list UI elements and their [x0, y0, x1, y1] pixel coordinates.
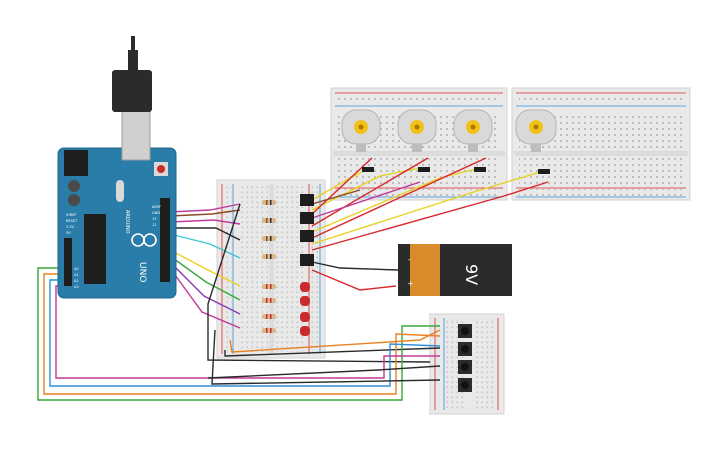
- led-red: [300, 296, 310, 306]
- battery-label: 9V: [462, 264, 481, 285]
- battery-9v: - + 9V: [398, 244, 512, 296]
- digital-header: [160, 198, 170, 282]
- wires: [37, 157, 549, 401]
- pin-label-gnd: GND: [152, 211, 160, 215]
- atmega-chip: [84, 214, 106, 284]
- battery-plus-label: +: [407, 279, 414, 288]
- dc-motor: [515, 109, 557, 152]
- led-red: [300, 326, 310, 336]
- board-maker: ARDUINO: [124, 210, 130, 234]
- board-name: UNO: [137, 262, 147, 282]
- dc-motor: [341, 109, 381, 152]
- pin-label-a2: A2: [74, 279, 79, 283]
- push-button: [458, 342, 472, 356]
- led-red: [300, 282, 310, 292]
- diode: [418, 167, 430, 172]
- usb-plug: [121, 105, 151, 161]
- resistor: [262, 298, 276, 303]
- dc-motor: [453, 109, 493, 152]
- dc-motor: [397, 109, 437, 152]
- pin-label-a0: A0: [74, 267, 79, 271]
- battery-minus-label: -: [408, 255, 411, 264]
- diode: [474, 167, 486, 172]
- pin-label-5v: 5V: [66, 231, 71, 235]
- power-jack: [64, 150, 88, 176]
- battery-top: [398, 244, 412, 296]
- pin-label-reset: RESET: [66, 219, 78, 223]
- arduino-uno-board: UNO ARDUINO AREF GND 13 12 IOREF RESET 3…: [57, 36, 177, 299]
- usb-cable: [128, 50, 138, 74]
- pin-label-a1: A1: [74, 273, 79, 277]
- push-button: [458, 360, 472, 374]
- transistor: [300, 194, 314, 206]
- resistor: [262, 200, 276, 205]
- pin-label-12: 12: [152, 223, 156, 227]
- arduino-logo: [131, 233, 157, 247]
- led-red: [300, 312, 310, 322]
- diode: [538, 169, 550, 174]
- push-button: [458, 378, 472, 392]
- capacitor: [68, 194, 80, 206]
- pin-label-13: 13: [152, 217, 156, 221]
- resistor: [262, 314, 276, 319]
- resistor: [262, 236, 276, 241]
- capacitor: [68, 180, 80, 192]
- crystal: [116, 180, 124, 202]
- pin-label-a3: A3: [74, 285, 79, 289]
- transistor: [300, 212, 314, 224]
- resistor: [262, 284, 276, 289]
- resistor: [262, 218, 276, 223]
- pin-label-aref: AREF: [152, 205, 161, 209]
- transistor: [300, 254, 314, 266]
- analog-header: [64, 238, 72, 286]
- pin-label-3v3: 3.3V: [66, 225, 75, 229]
- usb-cable-head: [112, 70, 152, 112]
- push-button: [458, 324, 472, 338]
- resistor: [262, 328, 276, 333]
- pin-label-ioref: IOREF: [66, 213, 76, 217]
- resistor: [262, 254, 276, 259]
- diode: [362, 167, 374, 172]
- transistor: [300, 230, 314, 242]
